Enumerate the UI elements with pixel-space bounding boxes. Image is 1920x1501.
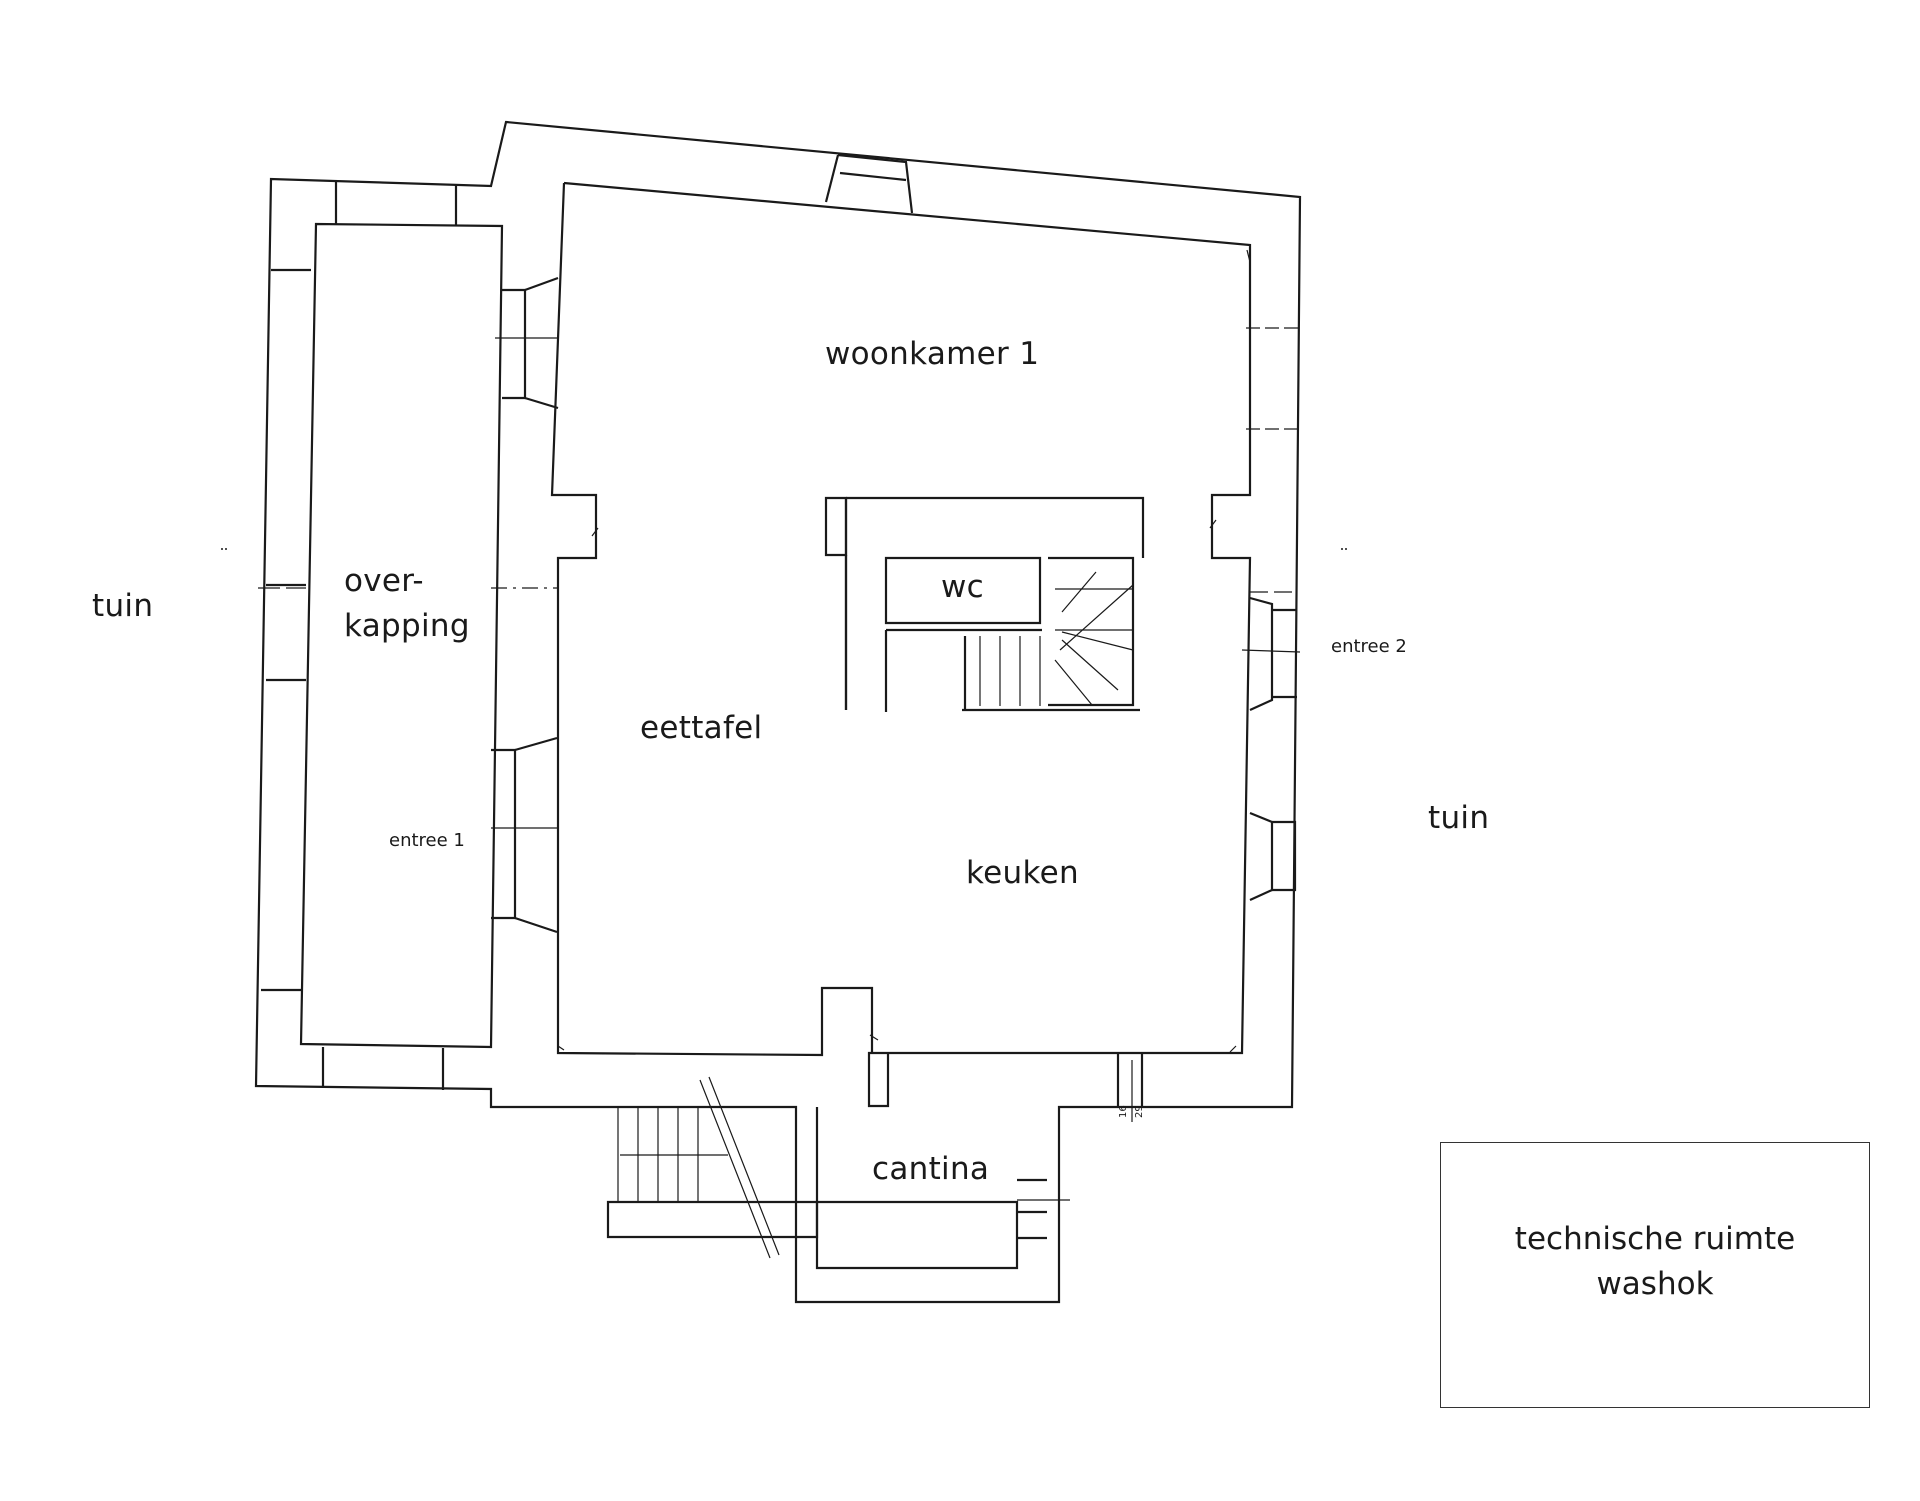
technische-ruimte-line1: technische ruimte (1514, 1221, 1796, 1257)
dimension-label-a: 16 (1118, 1105, 1129, 1118)
technische-ruimte-box: technische ruimte washok (1440, 1142, 1870, 1408)
technische-ruimte-label: technische ruimte washok (1441, 1217, 1869, 1307)
room-label-woonkamer: woonkamer 1 (825, 336, 1040, 372)
main-room-outline (563, 181, 1252, 1108)
technische-ruimte-line2: washok (1596, 1266, 1714, 1302)
room-label-eettafel: eettafel (640, 710, 763, 746)
outer-wall (254, 120, 1302, 1304)
outside-label-tuin-right: tuin (1428, 800, 1490, 836)
entrance-label-1: entree 1 (389, 830, 465, 851)
room-label-cantina: cantina (872, 1151, 990, 1187)
room-label-overkapping-line1: over- (344, 563, 424, 599)
room-label-wc: wc (941, 569, 984, 605)
stair-block (846, 496, 1145, 558)
room-label-keuken: keuken (966, 855, 1079, 891)
room-label-overkapping-line2: kapping (344, 608, 470, 644)
outside-label-tuin-left: tuin (92, 588, 154, 624)
overkapping-outline (299, 222, 504, 1049)
dimension-label-b: 29 (1134, 1105, 1145, 1118)
entrance-label-2: entree 2 (1331, 636, 1407, 657)
